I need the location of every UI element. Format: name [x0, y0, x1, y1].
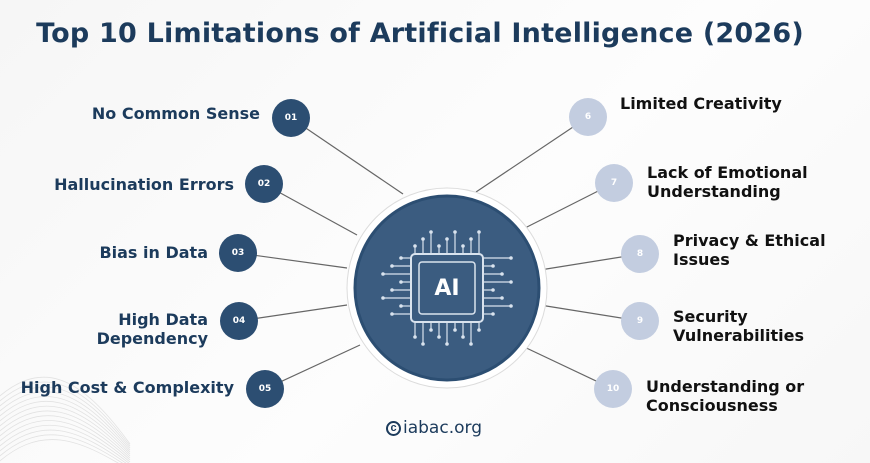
node-number-10: 10 — [594, 370, 632, 408]
connector-line-6 — [475, 116, 589, 193]
copyright-icon: c — [386, 420, 401, 436]
background-wave-decoration — [0, 376, 131, 463]
node-number-1: 01 — [272, 99, 310, 137]
node-number-2: 02 — [245, 165, 283, 203]
node-number-7: 7 — [595, 164, 633, 202]
page-title: Top 10 Limitations of Artificial Intelli… — [36, 18, 804, 49]
footer-text: iabac.org — [403, 418, 482, 438]
limitation-label-3: Bias in Data — [99, 243, 208, 262]
limitation-label-1: No Common Sense — [91, 104, 260, 123]
node-number-9: 9 — [621, 302, 659, 340]
limitation-label-2: Hallucination Errors — [54, 175, 234, 194]
limitation-label-6: Limited Creativity — [620, 94, 782, 113]
central-hub — [346, 187, 548, 389]
limitation-label-5: High Cost & Complexity — [20, 378, 234, 397]
node-number-4: 04 — [220, 302, 258, 340]
node-number-8: 8 — [621, 235, 659, 273]
node-number-3: 03 — [219, 234, 257, 272]
footer-brand: c iabac.org — [386, 416, 482, 440]
hub-label: AI — [434, 275, 460, 301]
ai-chip-icon — [381, 230, 513, 346]
node-number-5: 05 — [246, 370, 284, 408]
node-number-6: 6 — [569, 98, 607, 136]
connector-line-1 — [290, 117, 404, 195]
